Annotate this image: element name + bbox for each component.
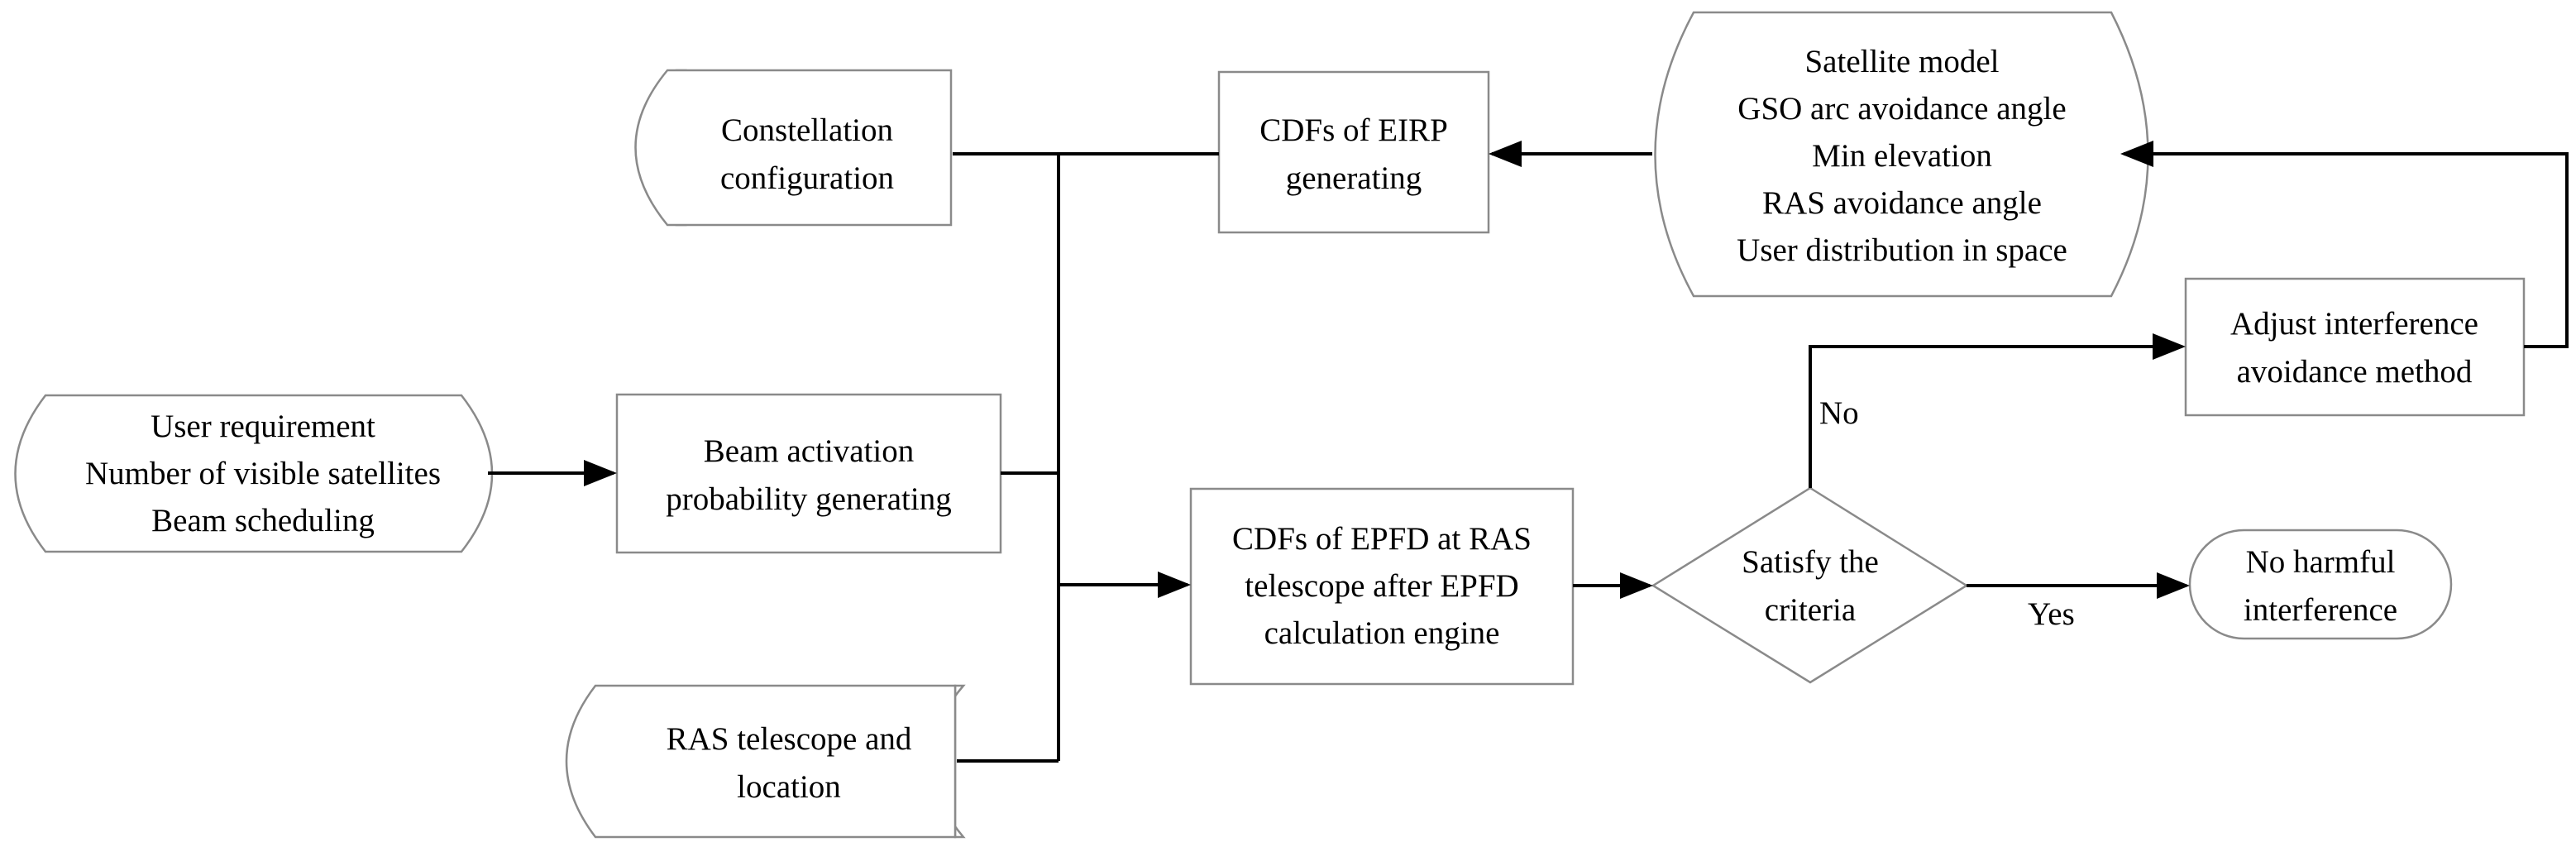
satisfy-criteria-label: Satisfy the criteria	[1742, 544, 1879, 628]
label-line: probability generating	[666, 481, 951, 517]
label-line: calculation engine	[1264, 615, 1500, 651]
label-line: Beam activation	[704, 433, 915, 469]
cdf-epfd-box	[1189, 487, 1575, 686]
adjust-interference-label: Adjust interference avoidance method	[2230, 306, 2478, 390]
edge-label-yes: Yes	[2028, 596, 2075, 632]
satellite-params-shape	[1654, 11, 2149, 298]
no-harmful-interference-label: No harmful interference	[2244, 544, 2397, 628]
no-harmful-interference-terminator	[2188, 529, 2453, 640]
label-line: User distribution in space	[1737, 232, 2067, 268]
label-line: RAS avoidance angle	[1762, 185, 2042, 221]
label-line: Satellite model	[1804, 44, 1999, 79]
satisfy-criteria-diamond	[1651, 486, 1969, 684]
label-line: criteria	[1765, 592, 1856, 628]
label-line: No harmful	[2246, 544, 2396, 580]
edge-label-no: No	[1819, 395, 1859, 431]
label-line: Beam scheduling	[151, 503, 375, 538]
label-line: CDFs of EIRP	[1259, 112, 1448, 148]
label-line: RAS telescope and	[667, 721, 912, 757]
label-line: User requirement	[151, 409, 375, 444]
label-line: configuration	[720, 160, 894, 196]
user-requirement-shape	[14, 394, 494, 553]
cdf-epfd-label: CDFs of EPFD at RAS telescope after EPFD c…	[1232, 521, 1532, 651]
ras-telescope-shape-body	[565, 684, 957, 839]
label-line: interference	[2244, 592, 2397, 628]
label-line: telescope after EPFD	[1245, 568, 1518, 604]
constellation-config-label: Constellation configuration	[720, 112, 894, 196]
label-line: CDFs of EPFD at RAS	[1232, 521, 1532, 557]
cdf-eirp-box	[1217, 70, 1490, 234]
beam-activation-box	[615, 393, 1002, 554]
ras-telescope-label: RAS telescope and location	[667, 721, 912, 805]
label-line: Number of visible satellites	[85, 456, 441, 491]
edge-adjust-feedback	[2120, 141, 2569, 348]
label-line: Constellation	[721, 112, 893, 148]
edge-decision-no	[1809, 333, 2186, 488]
label-line: avoidance method	[2237, 354, 2473, 390]
label-line: GSO arc avoidance angle	[1737, 91, 2066, 127]
label-line: generating	[1286, 160, 1422, 196]
label-line: Min elevation	[1812, 138, 1992, 174]
label-line: Satisfy the	[1742, 544, 1879, 580]
beam-activation-label: Beam activation probability generating	[666, 433, 951, 517]
adjust-interference-box	[2184, 277, 2526, 417]
constellation-config-shape-body	[634, 69, 953, 227]
cdf-eirp-label: CDFs of EIRP generating	[1259, 112, 1448, 196]
label-line: Adjust interference	[2230, 306, 2478, 342]
label-line: location	[737, 769, 841, 805]
